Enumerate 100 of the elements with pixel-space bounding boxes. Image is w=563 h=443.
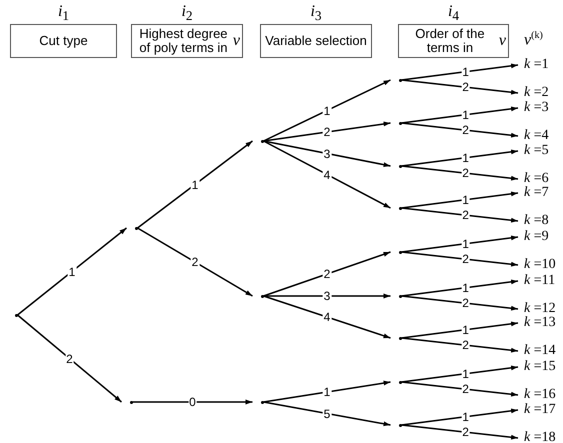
edge-label: 2 [461, 339, 470, 352]
edge-label: 1 [461, 410, 470, 423]
junction-point [398, 164, 402, 168]
edge-label: 3 [322, 148, 332, 160]
edge-label: 2 [65, 352, 74, 364]
arrow [401, 424, 518, 440]
edge-label: 2 [461, 426, 470, 438]
edge-label: 2 [190, 256, 200, 268]
column-index: i$_{3}$ [310, 3, 322, 26]
arrow [137, 227, 253, 297]
junction-point [134, 226, 138, 230]
arrow [401, 235, 518, 253]
junction-point [398, 78, 402, 82]
leaf-label: k =14 [524, 343, 556, 359]
junction-point [398, 380, 402, 384]
arrow [263, 251, 391, 297]
leaf-label: k =16 [524, 387, 556, 403]
edge-label: 1 [322, 386, 332, 398]
arrow [401, 279, 518, 297]
arrow [401, 251, 518, 267]
junction-point [398, 294, 402, 298]
edge-label: 2 [461, 209, 470, 222]
junction-point [260, 294, 264, 298]
arrow [401, 337, 518, 353]
edge-label: 2 [322, 126, 332, 138]
arrow [401, 63, 518, 81]
arrow [401, 79, 518, 95]
arrow [264, 294, 390, 298]
arrow [401, 165, 518, 181]
leaf-label: k =15 [524, 359, 556, 375]
leaf-label: k =18 [524, 430, 556, 443]
edge-label: 2 [461, 124, 470, 136]
junction-point [398, 206, 402, 210]
arrow [263, 140, 391, 168]
arrow [401, 321, 518, 339]
edge-label: 1 [461, 108, 470, 121]
arrow [263, 380, 391, 403]
leaf-label: k =2 [524, 85, 549, 101]
column-index: i$_{4}$ [448, 3, 460, 26]
edge-label: 1 [461, 238, 470, 250]
arrow [401, 408, 518, 426]
column-index: i$_{2}$ [181, 3, 193, 26]
junction-point [14, 314, 18, 316]
arrow [401, 381, 518, 397]
edge-label: 4 [322, 311, 332, 323]
arrow [401, 365, 518, 383]
edge-label: 3 [322, 290, 332, 302]
edge-label: 0 [188, 396, 197, 408]
edge-label: 1 [322, 104, 332, 116]
arrow [263, 122, 391, 142]
arrow [17, 314, 122, 403]
arrow [401, 122, 518, 138]
leaf-label: k =11 [524, 273, 556, 289]
edge-label: 1 [461, 194, 470, 206]
leaf-label: k =10 [524, 257, 556, 273]
arrow [132, 400, 252, 404]
leaf-label: k =3 [524, 100, 549, 116]
column-header-box: Variable selection [260, 24, 372, 58]
edge-label: 1 [461, 152, 470, 164]
column-header-box: Order of the terms in v [398, 24, 509, 58]
leaf-label: k =1 [524, 57, 549, 73]
edge-label: 1 [461, 282, 470, 294]
edge-label: 2 [461, 383, 470, 396]
leaf-label: k =7 [524, 185, 549, 201]
arrow [137, 140, 253, 229]
edge-label: 2 [322, 268, 332, 280]
edge-label: 1 [461, 368, 470, 380]
edge-label: 1 [461, 66, 470, 78]
edge-label: 1 [68, 266, 76, 278]
arrow [263, 295, 391, 339]
arrow [17, 227, 127, 316]
junction-point [260, 140, 264, 142]
leaf-label: k =13 [524, 315, 556, 331]
junction-point [398, 336, 402, 340]
arrow [401, 149, 518, 167]
column-index: i$_{1}$ [58, 3, 70, 26]
leaf-label: k =17 [524, 402, 556, 418]
output-label: v$^{(k)}$ [524, 30, 543, 50]
leaf-label: k =6 [524, 171, 549, 187]
leaf-label: k =12 [524, 301, 556, 317]
arrow [263, 140, 391, 209]
edge-label: 1 [461, 324, 470, 336]
arrow [263, 401, 391, 426]
arrow [263, 79, 391, 142]
edge-label: 2 [461, 167, 470, 180]
edge-label: 2 [461, 297, 470, 310]
edge-label: 2 [461, 81, 470, 94]
leaf-label: k =9 [524, 229, 549, 245]
edge-label: 1 [190, 178, 200, 190]
leaf-label: k =8 [524, 213, 549, 229]
arrow [401, 207, 518, 223]
leaf-label: k =5 [524, 143, 549, 159]
arrow [401, 191, 518, 209]
junction-point [398, 122, 402, 124]
edge-label: 5 [322, 408, 332, 420]
junction-point [398, 424, 402, 426]
edge-label: 2 [461, 253, 470, 266]
column-header-box: Cut type [10, 24, 117, 58]
junction-point [130, 400, 132, 404]
junction-point [260, 400, 264, 404]
